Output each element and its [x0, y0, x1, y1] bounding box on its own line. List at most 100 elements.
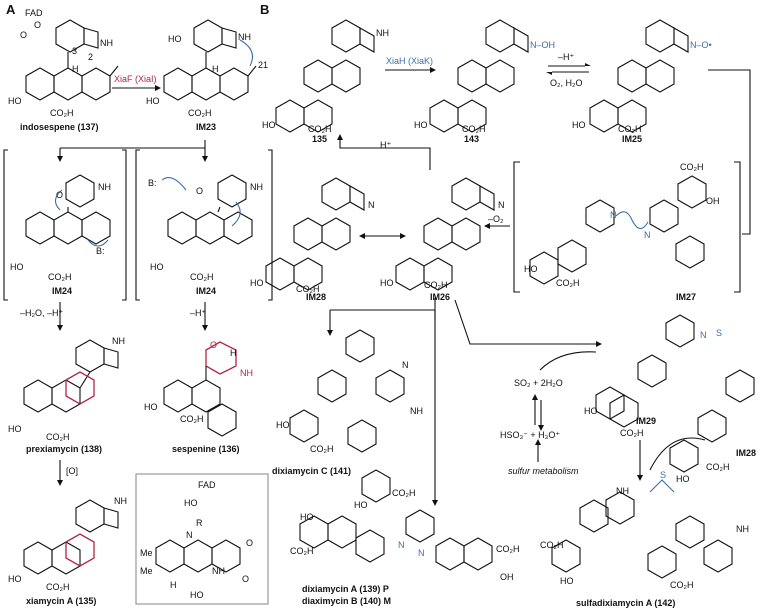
atom-num2: 2 [88, 52, 94, 62]
atom-co2h-138: CO₂H [46, 432, 70, 442]
atom-ho-im28b: HO [676, 474, 690, 484]
atom-ho-137: HO [8, 96, 22, 106]
atom-n-im28: N [368, 200, 375, 210]
structure-im23 [163, 19, 257, 101]
atom-co2h-im24r: CO₂H [190, 272, 214, 282]
atom-co2h-137: CO₂H [50, 108, 74, 118]
label-im27: IM27 [676, 292, 697, 302]
atom-co2h-141: CO₂H [310, 444, 334, 454]
box-atom-n1: N [186, 530, 193, 540]
atom-n-im26: N [498, 200, 505, 210]
atom-n-o-im25: N–O• [690, 40, 712, 50]
atom-n-141: N [402, 360, 409, 370]
atom-nh-142: NH [616, 486, 629, 496]
label-142: sulfadixiamycin A (142) [576, 598, 676, 608]
label-135a: xiamycin A (135) [26, 596, 97, 606]
box-atom-o-ho: HO [190, 590, 204, 600]
atom-b-im24l: B: [96, 246, 105, 256]
label-136: sespenine (136) [172, 444, 240, 454]
atom-co2h2-im27: CO₂H [556, 278, 580, 288]
atom-s-im29: S [716, 328, 723, 338]
atom-h-137: H [72, 64, 79, 74]
structure-143 [429, 19, 529, 133]
structure-135a [23, 499, 119, 575]
structure-142 [551, 491, 733, 579]
atom-ho-im24l: HO [10, 262, 24, 272]
structure-136 [163, 379, 237, 437]
atom-ho-135a: HO [8, 574, 22, 584]
atom-o-im24r: O [196, 186, 204, 196]
atom-co2h-139: CO₂H [290, 546, 314, 556]
structure-138 [23, 339, 119, 413]
label-im23: IM23 [196, 122, 217, 132]
structure-fad [155, 539, 241, 573]
atom-ho-138: HO [8, 424, 22, 434]
box-atom-me2: Me [140, 566, 153, 576]
cond-minus-h: –H⁺ [190, 308, 207, 318]
atom-co2h-im28b: CO₂H [706, 462, 730, 472]
atom-oh-139: OH [500, 572, 514, 582]
atom-fad: FAD [25, 8, 43, 18]
atom-co2h-136: CO₂H [180, 414, 204, 424]
label-140: diaximycin B (140) M [302, 596, 392, 606]
atom-ho-141: HO [276, 420, 290, 430]
structure-im27 [529, 175, 707, 285]
atom-co2h2-141: CO₂H [392, 488, 416, 498]
atom-o2: O [20, 30, 28, 40]
atom-n-im29: N [700, 330, 707, 340]
label-135: 135 [312, 134, 328, 144]
atom-nh-im24l: NH [98, 182, 111, 192]
atom-nh-137: NH [100, 38, 113, 48]
panel-label-b: B [260, 2, 270, 17]
label-im28b: IM28 [736, 448, 757, 458]
label-im28: IM28 [306, 292, 327, 302]
cond-minus-hplus: –H⁺ [558, 52, 575, 62]
label-138: prexiamycin (138) [26, 444, 103, 454]
atom-n-139a: N [398, 540, 405, 550]
cond-so2: SO₂ + 2H₂O [514, 378, 563, 388]
atom-co2h-im23: CO₂H [188, 108, 212, 118]
atom-ho-im24r: HO [150, 262, 164, 272]
label-im26: IM26 [430, 292, 451, 302]
structure-im29 [595, 314, 695, 428]
box-atom-nh: NH [212, 566, 225, 576]
atom-co2h2-139: CO₂H [496, 544, 520, 554]
atom-ho-139: HO [300, 512, 314, 522]
structure-139-140 [299, 509, 493, 571]
structure-im24-right [167, 174, 253, 245]
enzyme-xiaf: XiaF (XiaI) [114, 74, 157, 84]
box-atom-o1: O [246, 538, 254, 548]
atom-co2h2-142: CO₂H [670, 580, 694, 590]
atom-ho-im29: HO [584, 406, 598, 416]
structure-im26 [395, 177, 495, 291]
atom-ho-im23: HO [168, 34, 182, 44]
atom-nh-135a: NH [114, 496, 127, 506]
atom-nh-138: NH [112, 336, 125, 346]
box-atom-ho: HO [184, 498, 198, 508]
label-139: dixiamycin A (139) P [302, 584, 389, 594]
atom-ho-136: HO [144, 402, 158, 412]
cond-ox: [O] [66, 466, 79, 476]
atom-n-im27b: N [644, 230, 651, 240]
enzyme-xiah: XiaH (XiaK) [386, 56, 434, 66]
atom-b-im24r: B: [148, 178, 157, 188]
structure-137 [25, 19, 119, 101]
atom-nh-141: NH [410, 406, 423, 416]
atom-ho-im25: HO [572, 120, 586, 130]
atom-h-im23: H [212, 64, 219, 74]
atom-n-oh-143: N–OH [530, 40, 556, 50]
atom-nh-136: NH [240, 368, 253, 378]
atom-co2h-142: CO₂H [540, 540, 564, 550]
atom-co2h-im24l: CO₂H [48, 272, 72, 282]
atom-co2h-143: CO₂H [462, 124, 486, 134]
atom-co2h-im26: CO₂H [424, 280, 448, 290]
cond-sulfur: sulfur metabolism [508, 466, 579, 476]
label-im24-right: IM24 [196, 286, 217, 296]
panel-label-a: A [6, 2, 16, 17]
atom-nh2-142: NH [736, 524, 749, 534]
atom-ho-im27: HO [524, 264, 538, 274]
atom-nh-im24r: NH [250, 182, 263, 192]
atom-num21: 21 [258, 60, 269, 70]
label-137: indosespene (137) [20, 122, 99, 132]
atom-co2h-im25: CO₂H [618, 124, 642, 134]
